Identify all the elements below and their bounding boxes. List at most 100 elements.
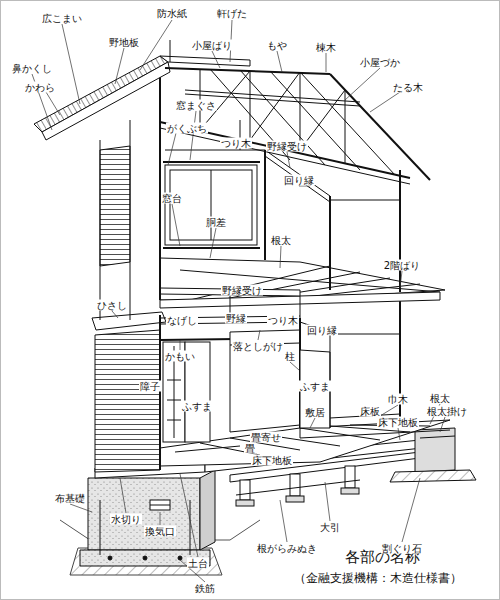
leader-line <box>402 478 420 542</box>
leader-line <box>310 418 315 428</box>
ground-and-foundation <box>200 470 215 550</box>
leader-line <box>160 512 161 525</box>
part-label: かもい <box>164 351 196 362</box>
part-label: 防水紙 <box>156 8 188 19</box>
part-label: 落としがけ <box>232 341 284 352</box>
part-label: 根太掛け <box>426 406 468 417</box>
ground-and-foundation <box>143 556 147 560</box>
roof <box>300 72 301 150</box>
part-label: 野縁受け <box>266 141 308 152</box>
floor-framing <box>341 488 359 494</box>
leader-line <box>46 92 60 115</box>
leader-line <box>400 271 402 288</box>
leader-line <box>370 92 400 112</box>
part-label: 胴差 <box>205 217 227 228</box>
part-label: 窓台 <box>161 193 183 204</box>
roof <box>345 90 346 163</box>
part-label: たる木 <box>392 82 424 93</box>
second-floor-walls <box>264 150 266 260</box>
second-floor-walls <box>329 196 331 290</box>
part-label: 床下地板 <box>377 417 419 428</box>
first-floor-walls <box>399 300 401 425</box>
part-label: がくぶち <box>166 123 208 134</box>
floor-framing <box>390 470 476 482</box>
second-floor-walls <box>211 170 212 240</box>
floor-framing <box>290 474 300 496</box>
second-floor-walls <box>165 165 257 245</box>
roof <box>300 72 395 175</box>
part-label: つり木 <box>267 315 299 326</box>
leader-line <box>325 482 330 521</box>
part-label: 広こまい <box>41 13 83 24</box>
second-floor-walls <box>265 156 330 202</box>
floor-framing <box>240 480 250 500</box>
part-label: ふすま <box>181 401 213 412</box>
leader-line <box>290 362 299 370</box>
leader-line <box>345 68 380 100</box>
part-label: かわら <box>24 82 56 93</box>
part-label: もや <box>266 40 288 51</box>
floor-framing <box>415 428 455 472</box>
part-label: 畳寄せ <box>250 432 282 443</box>
part-label: 水切り <box>110 514 142 525</box>
part-label: 回り縁 <box>306 325 338 336</box>
part-label: 棟木 <box>315 42 337 53</box>
roof <box>270 71 360 170</box>
ground-and-foundation <box>60 470 260 575</box>
leader-line <box>180 474 198 557</box>
leader-line <box>299 186 310 187</box>
leader-line <box>120 478 126 513</box>
leader-line <box>140 20 172 70</box>
part-label: 鼻かくし <box>11 63 53 74</box>
leader-line <box>190 111 196 160</box>
part-label: 小屋づか <box>359 57 401 68</box>
part-label: 窓まぐさ <box>175 100 217 111</box>
leader-line <box>115 48 124 84</box>
roof <box>250 71 251 140</box>
leader-line <box>280 246 281 268</box>
roof <box>250 72 300 140</box>
part-label: 回り縁 <box>283 175 315 186</box>
part-label: 根太 <box>429 393 451 404</box>
second-floor-walls <box>159 70 161 300</box>
part-label: 大引 <box>319 522 341 533</box>
second-floor-walls <box>100 140 101 320</box>
second-floor-walls <box>130 120 131 320</box>
second-floor-walls <box>399 170 401 292</box>
source-caption: （金融支援機構：木造仕様書） <box>292 571 464 585</box>
part-label: 割ぐり石 <box>381 543 423 554</box>
part-label: 野地板 <box>108 37 140 48</box>
roof <box>170 40 171 62</box>
leader-line <box>172 204 180 246</box>
part-label: 床板 <box>359 406 381 417</box>
part-label: ふすま <box>299 381 331 392</box>
floor-framing <box>345 466 355 488</box>
part-label: 畳 <box>244 443 256 454</box>
ground-and-foundation <box>70 548 222 575</box>
first-floor-walls <box>230 330 300 432</box>
first-floor-surface <box>300 428 301 438</box>
leader-line <box>326 53 327 72</box>
part-label: 布基礎 <box>54 493 86 504</box>
part-label: つり木 <box>220 138 252 149</box>
second-floor-walls <box>100 146 130 266</box>
leader-line <box>70 504 92 512</box>
part-label: 障子 <box>139 381 161 392</box>
part-label: 鉄筋 <box>194 583 216 594</box>
roof <box>160 122 410 178</box>
ground-and-foundation <box>178 556 182 560</box>
second-floor-walls <box>163 247 260 249</box>
ground-and-foundation <box>100 500 101 555</box>
leader-line <box>280 500 287 542</box>
second-floor-walls <box>165 150 265 151</box>
leader-line <box>168 133 176 165</box>
leader-line <box>180 340 181 350</box>
second-floor-walls <box>163 161 260 163</box>
ground-and-foundation <box>150 500 170 510</box>
part-label: なげし <box>166 315 198 326</box>
first-floor-walls <box>92 300 400 472</box>
leader-line <box>398 428 400 440</box>
first-floor-surface <box>175 446 240 452</box>
first-floor-walls <box>92 312 166 330</box>
